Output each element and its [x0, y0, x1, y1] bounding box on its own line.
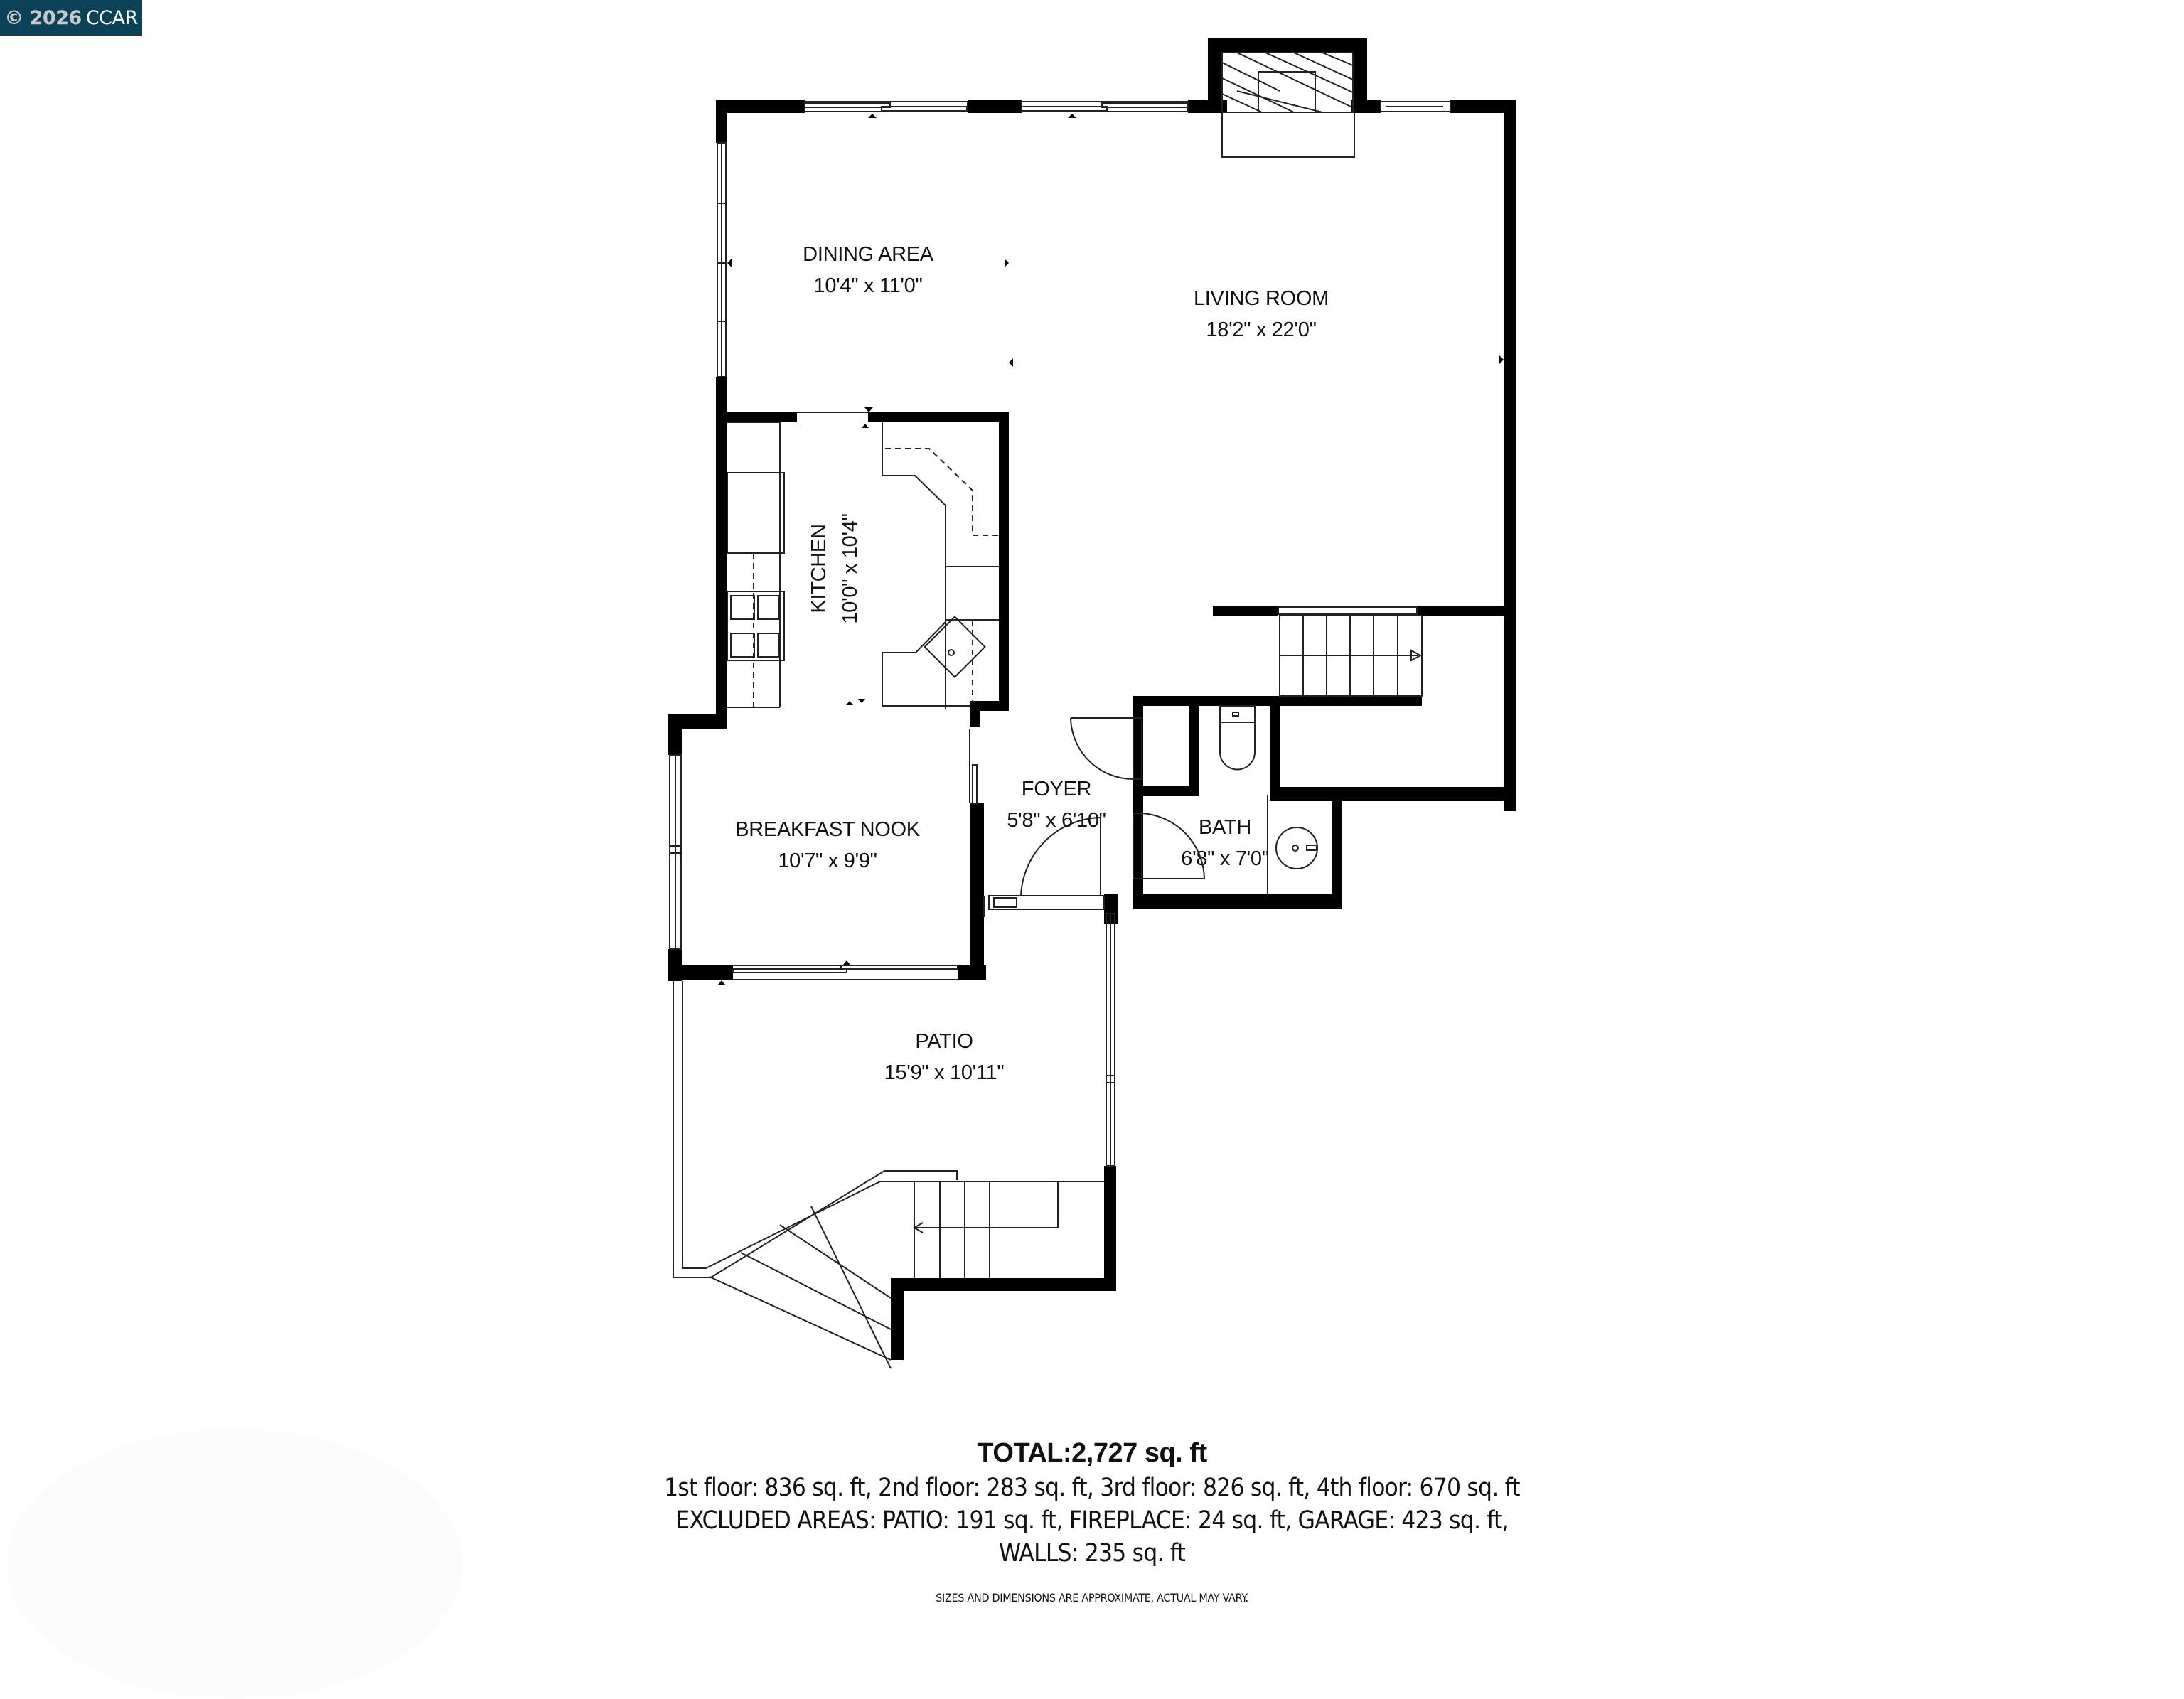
- total-area: TOTAL:2,727 sq. ft: [977, 1438, 1207, 1468]
- room-dimensions: 10'7" x 9'9": [778, 850, 877, 872]
- room-living-room: LIVING ROOM 18'2" x 22'0": [1194, 283, 1329, 345]
- floor-areas: 1st floor: 836 sq. ft, 2nd floor: 283 sq…: [664, 1474, 1520, 1502]
- room-dimensions: 5'8" x 6'10": [1007, 809, 1106, 832]
- room-name: BATH: [1199, 816, 1251, 839]
- room-kitchen: KITCHEN 10'0" x 10'4": [803, 513, 866, 623]
- dimension-markers: [718, 114, 1504, 985]
- room-bath: BATH 6'8" x 7'0": [1181, 812, 1269, 874]
- room-name: KITCHEN: [808, 524, 830, 613]
- room-dimensions: 15'9" x 10'11": [884, 1061, 1005, 1084]
- copyright-badge: © 2026 CCAR: [0, 0, 142, 36]
- disclaimer: SIZES AND DIMENSIONS ARE APPROXIMATE, AC…: [936, 1591, 1248, 1604]
- area-summary: TOTAL:2,727 sq. ft 1st floor: 836 sq. ft…: [0, 1435, 2184, 1604]
- line-work: [669, 52, 1451, 1369]
- room-dimensions: 10'4" x 11'0": [813, 274, 923, 297]
- room-foyer: FOYER 5'8" x 6'10": [1007, 773, 1106, 836]
- room-name: FOYER: [1021, 778, 1092, 800]
- excluded-areas: EXCLUDED AREAS: PATIO: 191 sq. ft, FIREP…: [675, 1506, 1509, 1535]
- room-dining-area: DINING AREA 10'4" x 11'0": [803, 239, 933, 301]
- copyright-year: © 2026: [4, 6, 82, 29]
- room-name: LIVING ROOM: [1193, 287, 1329, 310]
- room-dimensions: 18'2" x 22'0": [1206, 318, 1317, 341]
- walls: [668, 38, 1516, 1360]
- room-name: PATIO: [915, 1030, 973, 1053]
- room-dimensions: 10'0" x 10'4": [839, 513, 862, 624]
- room-name: BREAKFAST NOOK: [735, 818, 920, 841]
- room-breakfast-nook: BREAKFAST NOOK 10'7" x 9'9": [735, 814, 920, 877]
- room-patio: PATIO 15'9" x 10'11": [884, 1026, 1005, 1088]
- copyright-org: CCAR: [85, 6, 138, 29]
- floor-plan: [668, 38, 1516, 1369]
- excluded-areas-walls: WALLS: 235 sq. ft: [998, 1539, 1186, 1567]
- room-dimensions: 6'8" x 7'0": [1181, 847, 1269, 870]
- room-name: DINING AREA: [803, 243, 933, 266]
